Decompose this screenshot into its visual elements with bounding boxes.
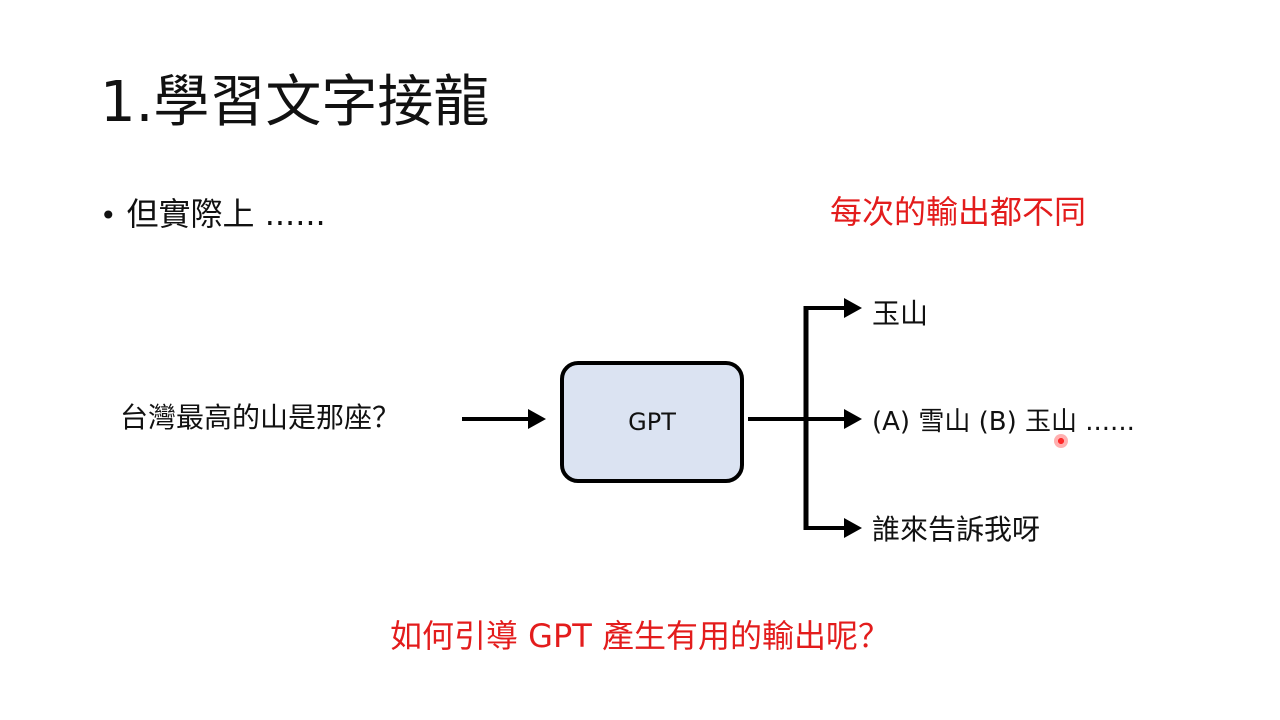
branch-arrow-3-head — [844, 518, 862, 538]
note-guide-question: 如何引導 GPT 產生有用的輸出呢？ — [390, 617, 890, 655]
output-option-3: 誰來告訴我呀 — [872, 513, 1041, 546]
bullet-text: 但實際上 ...... — [126, 195, 326, 233]
input-arrow-head — [528, 409, 546, 429]
slide-title: 1.學習文字接龍 — [100, 70, 490, 135]
gpt-model-box: GPT — [560, 361, 744, 483]
laser-pointer-icon — [1054, 434, 1068, 448]
branch-arrow-2-head — [844, 409, 862, 429]
output-option-2: (A) 雪山 (B) 玉山 ...... — [872, 407, 1135, 437]
branch-arrow-1-head — [844, 298, 862, 318]
bullet-item: • 但實際上 ...... — [100, 192, 326, 238]
bullet-symbol: • — [100, 199, 117, 232]
gpt-model-label: GPT — [628, 408, 676, 436]
input-question: 台灣最高的山是那座？ — [120, 401, 401, 434]
output-option-1: 玉山 — [872, 297, 929, 330]
note-different-outputs: 每次的輸出都不同 — [830, 193, 1087, 231]
